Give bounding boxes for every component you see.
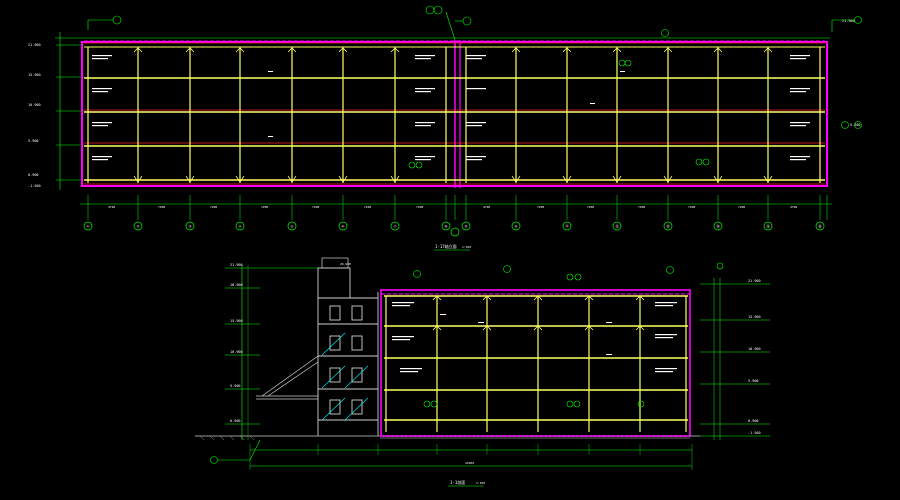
level-label: 10.900 [230,350,243,354]
bay-dimension: 7200 [587,205,594,209]
level-label: 5.900 [28,139,39,143]
axis-bubble-label: ⑪ [565,224,569,229]
bay-dimension: 7200 [738,205,745,209]
bay-dimension: 7200 [537,205,544,209]
level-label: 21.900 [28,43,41,47]
level-label: 10.900 [28,103,41,107]
level-label: 0.900 [748,419,759,423]
axis-bubble-label: ④ [238,225,242,229]
bay-dimension: 7200 [638,205,645,209]
axis-bubble-label: ⑤ [290,225,294,229]
level-label: 18.900 [230,283,243,287]
level-label: 21.900 [748,279,761,283]
drawing-title: 1-17轴立面 [435,243,457,249]
level-label: 5.900 [850,123,861,127]
drawing-scale: 1:100 [476,481,485,485]
level-label: 0.900 [28,173,39,177]
drawing-scale: 1:100 [462,245,471,249]
level-label: 0.900 [230,419,241,423]
roof-level-tag: 26.900 [340,262,351,266]
axis-bubble-label: ⑧ [444,225,448,229]
bay-dimension: 7200 [688,205,695,209]
overall-dimension: 43200 [465,461,474,465]
bay-dimension: 7200 [158,205,165,209]
level-label: 5.900 [230,384,241,388]
level-label: 15.900 [28,73,41,77]
bay-dimension: 7200 [312,205,319,209]
drawing-title: 1-1剖面 [450,479,465,485]
level-label: 15.900 [230,319,243,323]
bay-dimension: 7200 [364,205,371,209]
level-label: 21.900 [842,19,855,23]
axis-bubble-label: ⑮ [766,224,770,229]
bay-dimension: 4790 [790,205,797,209]
axis-bubble-label: ⑥ [341,225,345,229]
axis-bubble-label: ⑨ [464,225,468,229]
bottom-section-drawing: 21.900 18.900 15.900 10.900 5.900 0.900 [195,257,770,487]
level-label: 15.900 [748,315,761,319]
axis-bubble-label: ① [86,225,90,229]
bay-dimension: 7200 [261,205,268,209]
top-elevation-drawing: 21.900 15.900 10.900 5.900 0.900 -1.500 … [28,5,862,251]
level-label: 10.900 [748,347,761,351]
axis-bubble-label: ⑦ [393,225,397,229]
axis-bubble-label: ③ [188,225,192,229]
level-label: 21.900 [230,263,243,267]
bay-dimension: 7200 [210,205,217,209]
bay-dimension: 4790 [483,205,490,209]
level-label: -1.500 [28,184,41,188]
axis-bubble-label: ⑯ [818,224,822,229]
axis-bubble-label: ⑭ [716,224,720,229]
axis-bubble-label: ⑩ [514,225,518,229]
level-label: 5.900 [748,379,759,383]
bay-dimension: 4790 [108,205,115,209]
level-label: -1.500 [748,431,761,435]
axis-bubble-label: ⑫ [615,224,619,229]
bay-dimension: 7200 [416,205,423,209]
axis-bubble-label: ② [136,225,140,229]
axis-bubble-label: ⑬ [666,224,670,229]
